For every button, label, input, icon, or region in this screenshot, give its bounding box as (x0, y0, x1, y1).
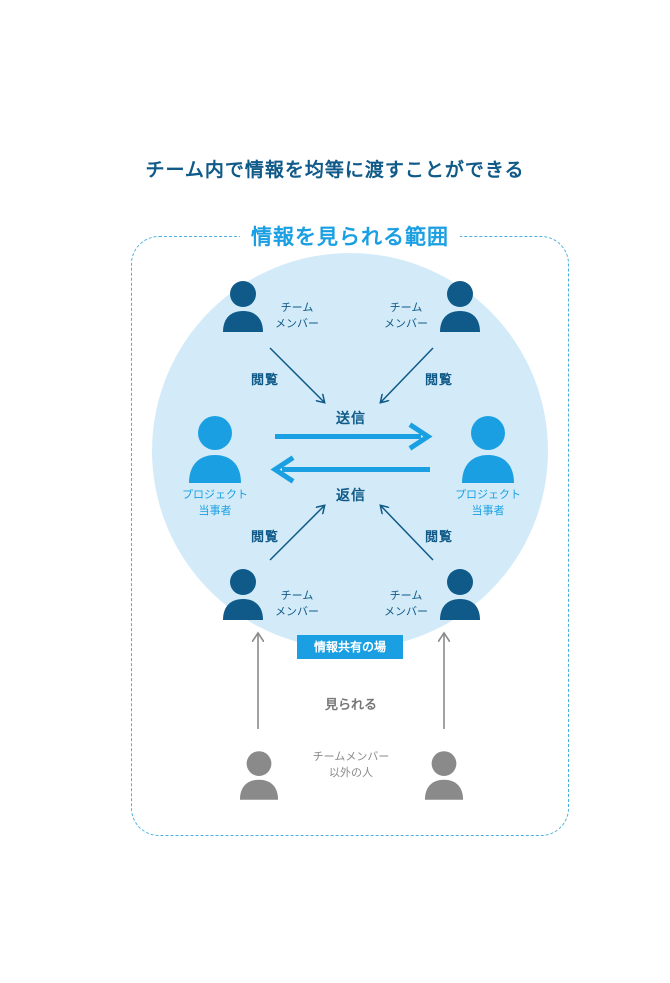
reply-label: 返信 (336, 488, 366, 504)
view-arrow-bottom-right (381, 506, 434, 561)
team-member-label: チームメンバー (384, 589, 428, 618)
team-member-icon (223, 281, 263, 332)
view-arrow-top-right (381, 347, 434, 402)
project-member-icon (462, 416, 514, 483)
visible-label: 見られる (324, 698, 377, 713)
view-label: 閲覧 (250, 373, 279, 388)
view-label: 閲覧 (250, 530, 279, 545)
scope-title: 情報を見られる範囲 (240, 221, 460, 251)
team-member-label: チームメンバー (384, 301, 428, 330)
shared-space-circle (152, 253, 548, 649)
view-label: 閲覧 (424, 373, 453, 388)
project-member-label: プロジェクト当事者 (455, 488, 521, 517)
send-label: 送信 (336, 411, 366, 427)
project-member-label: プロジェクト当事者 (182, 488, 248, 517)
outsider-icon (239, 751, 279, 800)
project-member-icon (189, 416, 241, 483)
team-member-icon (440, 281, 480, 332)
team-member-label: チームメンバー (275, 301, 319, 330)
team-member-icon (223, 569, 263, 620)
team-member-label: チームメンバー (275, 589, 319, 618)
shared-place-badge: 情報共有の場 (297, 635, 403, 659)
outsider-icon (424, 751, 464, 800)
outsider-label: チームメンバー以外の人 (312, 750, 390, 779)
send-arrow (275, 422, 433, 451)
page-title: チーム内で情報を均等に渡すことができる (145, 159, 525, 181)
reply-arrow (270, 455, 430, 484)
view-arrow-top-left (269, 347, 324, 402)
team-member-icon (440, 569, 480, 620)
view-arrow-bottom-left (269, 506, 324, 561)
view-label: 閲覧 (424, 530, 453, 545)
